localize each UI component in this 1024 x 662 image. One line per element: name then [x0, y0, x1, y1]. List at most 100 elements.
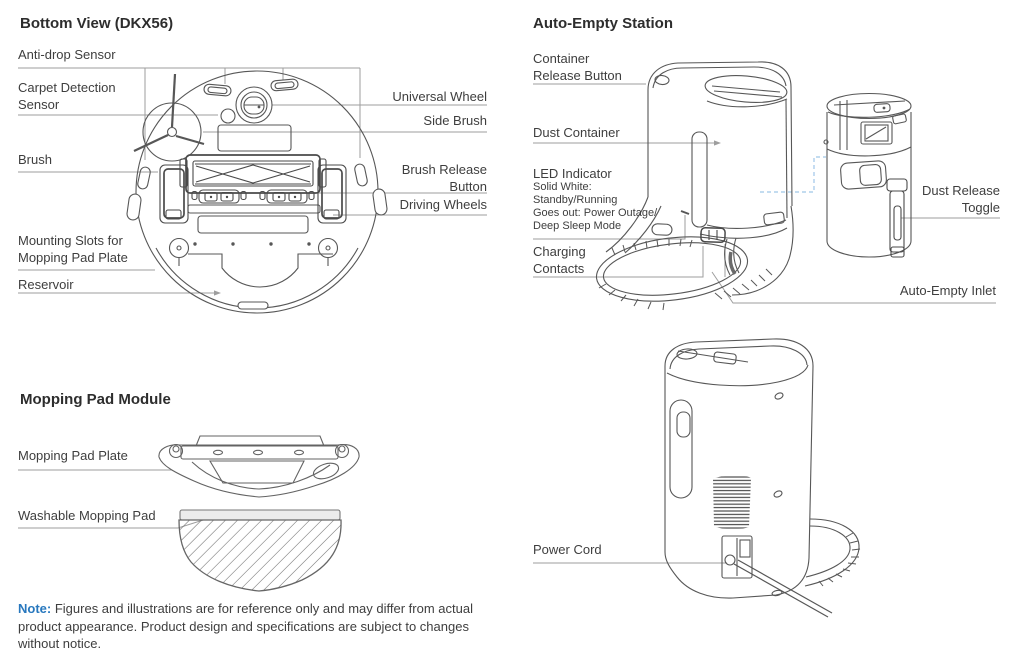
bin-cover [217, 124, 292, 152]
rear-base-hatching [818, 532, 861, 587]
mounting-slots [168, 237, 339, 288]
label-led-detail-3: Goes out: Power Outage/ [533, 207, 658, 219]
carpet-detection-sensor [220, 108, 236, 124]
label-driving-wheels: Driving Wheels [399, 197, 487, 212]
robot-bottom-diagram [126, 70, 388, 314]
container-groove [691, 131, 708, 228]
brush-release-latches [191, 189, 315, 204]
dashed-guide-line [760, 156, 826, 193]
rear-body [664, 338, 814, 599]
plate-dish [158, 444, 360, 498]
dust-container-arrowhead [714, 140, 721, 146]
pad-body [178, 519, 342, 592]
rear-top-rim [669, 345, 808, 370]
ir-window [651, 223, 673, 236]
section-title-auto-empty-station: Auto-Empty Station [533, 15, 673, 32]
note-text: Note: Figures and illustrations are for … [18, 600, 504, 653]
charging-contacts [700, 226, 726, 244]
label-washable-mopping-pad: Washable Mopping Pad [18, 508, 156, 523]
pad-strip [179, 509, 341, 521]
station-top-rim [652, 66, 787, 89]
top-latch [713, 351, 737, 365]
label-led-detail-4: Deep Sleep Mode [533, 220, 622, 232]
seat-latch [763, 211, 785, 226]
container-bottom [706, 219, 787, 229]
note-label: Note: [18, 601, 52, 616]
note-body: Figures and illustrations are for refere… [18, 601, 473, 651]
plate-inner-curve [191, 461, 331, 490]
rear-groove [669, 399, 693, 499]
lid-seam [827, 108, 911, 118]
plate-pin-left [168, 443, 184, 459]
anti-drop-sensors [137, 78, 368, 190]
leader-charging [533, 246, 704, 278]
label-dust-container: Dust Container [533, 125, 620, 140]
vent-grille [713, 475, 751, 530]
label-anti-drop-sensor: Anti-drop Sensor [18, 47, 116, 62]
power-cord-port [721, 535, 753, 579]
auto-empty-inlet [724, 237, 740, 276]
rear-top-face [666, 364, 809, 387]
label-led-indicator: LED Indicator [533, 166, 612, 181]
container-top [826, 92, 912, 120]
label-brush: Brush [18, 152, 52, 167]
universal-wheel [235, 86, 273, 124]
label-brush-release-button: Brush Release Button [401, 162, 487, 194]
station-front-diagram [595, 61, 794, 311]
mopping-pad-plate-diagram [158, 435, 360, 498]
led-indicator [680, 210, 690, 215]
section-title-mopping-pad-module: Mopping Pad Module [20, 391, 171, 408]
base-right-side [731, 205, 794, 296]
screw-hole-top [774, 392, 784, 400]
label-carpet-detection-sensor: Carpet Detection Sensor [18, 80, 116, 112]
base-front-left [605, 196, 649, 253]
base-plate-inner [602, 242, 742, 296]
reservoir-arrowhead [214, 290, 221, 296]
lid-clip [873, 103, 891, 113]
lid-band [706, 98, 788, 108]
driving-wheels [159, 164, 347, 224]
station-body [647, 61, 793, 207]
plate-bar [180, 445, 339, 460]
container-window [860, 121, 893, 145]
base-hole [771, 589, 783, 597]
label-container-release-button: Container Release Button [533, 51, 622, 83]
rear-base-inner [805, 525, 851, 578]
dust-release-toggle [886, 178, 908, 258]
leader-lines [18, 67, 1000, 564]
dust-container-diagram [823, 92, 912, 258]
label-charging-contacts: Charging Contacts [533, 244, 586, 276]
rear-base-outer [804, 518, 860, 587]
label-mopping-pad-plate: Mopping Pad Plate [18, 448, 128, 463]
screw-hole-bottom [773, 490, 783, 498]
pad-attach-area [197, 215, 309, 234]
container-handle [840, 160, 887, 190]
plate-center-recess [209, 460, 305, 484]
side-tab [892, 113, 907, 125]
container-release-button [654, 74, 670, 86]
bottom-tab [237, 301, 269, 310]
container-body [826, 112, 912, 258]
label-universal-wheel: Universal Wheel [392, 89, 487, 104]
power-cord [733, 559, 833, 618]
station-rear-diagram [664, 338, 861, 618]
side-brush [133, 73, 205, 162]
bin-seat-line [699, 227, 788, 239]
body-seam [826, 146, 912, 157]
main-brush [179, 154, 327, 194]
label-power-cord: Power Cord [533, 542, 602, 557]
label-side-brush: Side Brush [423, 113, 487, 128]
label-dust-release-toggle: Dust Release Toggle [921, 183, 1000, 215]
leader-led [533, 215, 686, 240]
label-auto-empty-inlet: Auto-Empty Inlet [899, 283, 996, 298]
plate-pin-right [334, 443, 350, 459]
label-reservoir: Reservoir [18, 277, 74, 292]
plate-top-ridge [195, 435, 325, 447]
washable-mopping-pad-diagram [178, 509, 342, 592]
label-led-detail-1: Solid White: [533, 181, 592, 193]
base-plate-hatching [598, 238, 773, 311]
base-plate-outer [595, 236, 749, 302]
section-title-bottom-view: Bottom View (DKX56) [20, 15, 174, 32]
